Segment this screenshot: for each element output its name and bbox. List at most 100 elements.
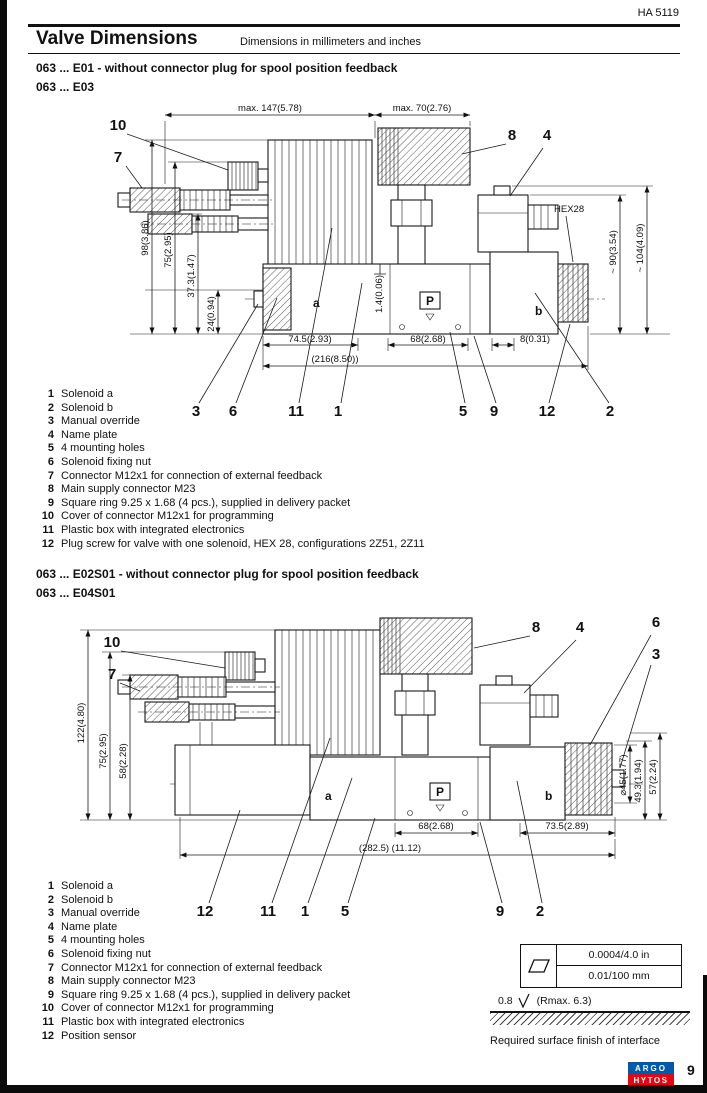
legend-text: Plug screw for valve with one solenoid, … (61, 537, 425, 550)
callout-1: 1 (334, 403, 342, 420)
callout-2: 2 (536, 903, 544, 920)
position-sensor-box (174, 744, 311, 816)
scan-edge-left (0, 0, 7, 1093)
legend-num: 8 (47, 975, 54, 988)
dim-68-label: 68(2.68) (410, 334, 445, 345)
programming-cover (224, 651, 256, 681)
legend-num: 5 (47, 934, 54, 947)
dim-14-label: 1.4(0.06) (374, 275, 385, 313)
roughness-value: 0.8 (498, 994, 513, 1007)
dimensions-2: 122(4.80) 75(2.95) 58(2.28) ⌀45(1.77) 49… (76, 629, 667, 859)
callout-8: 8 (532, 619, 540, 636)
m12-body (179, 189, 231, 211)
flatness-value-in: 0.0004/4.0 in (557, 945, 681, 966)
legend-text: Cover of connector M12x1 for programming (61, 1002, 274, 1015)
leader-12 (548, 323, 571, 404)
leader-4 (523, 639, 577, 694)
legend-text: Main supply connector M23 (61, 483, 196, 496)
leader-5 (347, 817, 376, 904)
dimensions-1: max. 147(5.78) max. 70(2.76) 98(3.86) 75… (140, 103, 670, 370)
legend-num: 6 (47, 947, 54, 960)
legend-num: 11 (42, 523, 54, 536)
legend-num: 4 (47, 428, 54, 441)
legend-num: 3 (47, 415, 54, 428)
roughness-icon (518, 993, 530, 1008)
legend-num: 9 (47, 988, 54, 1001)
hex-end (564, 742, 613, 816)
din-screw (495, 675, 513, 686)
m23-connector (377, 127, 471, 186)
page-subtitle: Dimensions in millimeters and inches (240, 36, 421, 48)
section2-heading-line1: 063 ... E02S01 - without connector plug … (36, 567, 419, 581)
callout-8: 8 (508, 127, 516, 144)
dim-75-label: 75(2.95) (163, 232, 174, 267)
dim-122-label: 122(4.80) (76, 703, 87, 744)
connector-centerlines (122, 199, 275, 225)
din-screw (493, 185, 511, 196)
drain-symbol (435, 804, 445, 812)
legend-text: 4 mounting holes (61, 934, 145, 947)
hatched-surface (490, 1011, 690, 1025)
manual-override-pin (253, 290, 264, 308)
hex28-label: HEX28 (554, 204, 584, 215)
cover-knurl (231, 162, 257, 190)
electronics-box (267, 139, 373, 266)
mounting-hole (399, 324, 405, 330)
dim-493-label: 49.3(1.94) (633, 759, 644, 802)
legend-text: Solenoid b (61, 893, 113, 906)
legend-num: 12 (41, 1029, 54, 1042)
manual-override-pin (611, 769, 625, 788)
legend-num: 5 (47, 442, 54, 455)
leader-11 (271, 737, 331, 904)
leader-1 (307, 777, 353, 904)
argo-hytos-logo: ARGO HYTOS (628, 1062, 674, 1086)
leader-5 (449, 331, 466, 404)
legend-text: Name plate (61, 920, 118, 933)
dim-90-label: ~ 90(3.54) (608, 230, 619, 274)
stem-nut-lines (405, 691, 425, 715)
legend-item: 3 Manual override (36, 907, 350, 921)
extension-lines (80, 629, 667, 859)
dim-735-label: 73.5(2.89) (545, 821, 588, 832)
legend-text: Solenoid b (61, 401, 113, 414)
legend-num: 2 (47, 893, 54, 906)
legend-text: Manual override (61, 907, 140, 920)
dim-98-label: 98(3.86) (140, 220, 151, 255)
stem-nut (394, 690, 436, 716)
hex-knurl (562, 264, 584, 322)
callout-7: 7 (114, 149, 122, 166)
port-b-label: b (545, 789, 552, 803)
dim-8-label: 8(0.31) (520, 334, 550, 345)
surface-finish-values: 0.0004/4.0 in 0.01/100 mm (557, 945, 681, 987)
legend-text: Cover of connector M12x1 for programming (61, 510, 274, 523)
cover-tip (254, 658, 266, 673)
leader-9 (479, 821, 503, 904)
dim-373-label: 37.3(1.47) (186, 254, 197, 297)
callout-10: 10 (110, 117, 127, 134)
drain-symbol (425, 313, 435, 321)
section2-heading-line2: 063 ... E04S01 (36, 586, 116, 600)
callout-7: 7 (108, 666, 116, 683)
dim-745-label: 74.5(2.93) (288, 334, 331, 345)
m23-knurl (381, 128, 399, 185)
legend-num: 1 (47, 388, 54, 400)
flatness-value-mm: 0.01/100 mm (588, 970, 650, 982)
leader-3 (619, 664, 652, 769)
hex28-leader (565, 215, 574, 263)
leader-9 (473, 335, 497, 404)
legend-num: 3 (47, 907, 54, 920)
legend-text: Plastic box with integrated electronics (61, 1015, 245, 1028)
legend-text: Position sensor (61, 1029, 137, 1042)
